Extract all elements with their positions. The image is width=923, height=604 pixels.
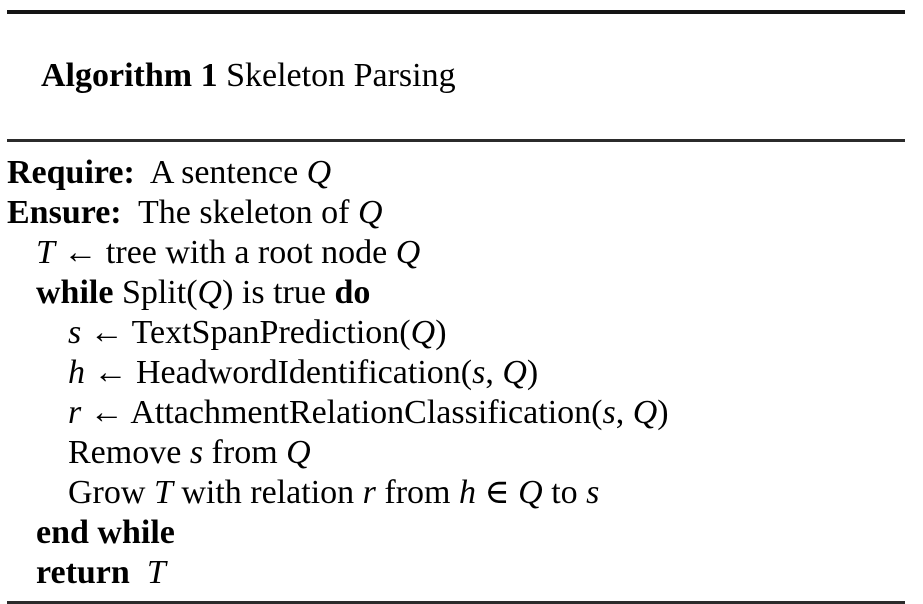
code-segment: with relation <box>172 474 363 511</box>
code-segment: ← HeadwordIdentification( <box>85 354 473 391</box>
algorithm-line-7: r ← AttachmentRelationClassification(s, … <box>7 393 905 433</box>
algorithm-caption: Algorithm 1 Skeleton Parsing <box>7 14 905 139</box>
code-segment: ∈ <box>475 474 519 511</box>
code-segment: Split( <box>113 274 198 311</box>
code-segment <box>130 554 147 591</box>
code-segment: Grow <box>68 474 154 511</box>
code-segment: Q <box>410 314 436 351</box>
code-segment: return <box>36 554 130 591</box>
code-segment: Q <box>306 154 332 191</box>
algorithm-line-2: Ensure: The skeleton of Q <box>7 193 905 233</box>
code-segment: ← AttachmentRelationClassification( <box>81 394 603 431</box>
code-segment: Q <box>502 354 527 391</box>
code-segment: ) is true <box>222 274 335 311</box>
code-segment: Ensure: <box>7 194 122 231</box>
code-segment: while <box>36 274 114 311</box>
code-segment: Q <box>197 274 223 311</box>
code-segment: Q <box>518 474 543 511</box>
code-segment: ) <box>526 354 539 391</box>
code-segment: s <box>189 434 204 471</box>
code-segment: The skeleton of <box>121 194 358 231</box>
code-segment: ← tree with a root node <box>54 234 396 271</box>
code-segment: to <box>542 474 587 511</box>
code-segment: h <box>458 474 476 511</box>
top-rule <box>7 10 905 14</box>
code-segment: T <box>36 234 55 271</box>
code-segment: r <box>68 394 82 431</box>
algorithm-number: Algorithm 1 <box>41 57 218 94</box>
algorithm-line-1: Require: A sentence Q <box>7 153 905 193</box>
mid-rule <box>7 139 905 142</box>
code-segment: from <box>375 474 459 511</box>
code-segment: T <box>153 474 173 511</box>
algorithm-line-9: Grow T with relation r from h ∈ Q to s <box>7 473 905 513</box>
algorithm-line-5: s ← TextSpanPrediction(Q) <box>7 313 905 353</box>
algorithm-line-11: return T <box>7 553 905 593</box>
code-segment: Q <box>358 194 383 231</box>
code-segment: Q <box>632 394 658 431</box>
code-segment: from <box>203 434 287 471</box>
code-segment: s <box>68 314 82 351</box>
algorithm-figure: Algorithm 1 Skeleton Parsing Require: A … <box>7 10 905 604</box>
code-segment: s <box>602 394 616 431</box>
code-segment: h <box>68 354 85 391</box>
algorithm-line-6: h ← HeadwordIdentification(s, Q) <box>7 353 905 393</box>
code-segment: ← TextSpanPrediction( <box>81 314 411 351</box>
algorithm-title: Skeleton Parsing <box>217 57 456 94</box>
code-segment: ) <box>435 314 447 351</box>
algorithm-line-10: end while <box>7 513 905 553</box>
code-segment: s <box>472 354 486 391</box>
code-segment: Q <box>286 434 311 471</box>
code-segment: end while <box>36 514 175 551</box>
code-segment: T <box>146 554 166 591</box>
code-segment: Q <box>395 234 421 271</box>
code-segment: ) <box>657 394 669 431</box>
code-segment: Remove <box>68 434 190 471</box>
code-segment: A sentence <box>134 154 307 191</box>
code-segment: , <box>615 394 633 431</box>
code-segment: , <box>485 354 503 391</box>
code-segment: Require: <box>7 154 135 191</box>
algorithm-line-4: while Split(Q) is true do <box>7 273 905 313</box>
algorithm-line-3: T ← tree with a root node Q <box>7 233 905 273</box>
code-segment: do <box>334 274 371 311</box>
code-segment: r <box>362 474 376 511</box>
algorithm-line-8: Remove s from Q <box>7 433 905 473</box>
code-segment: s <box>586 474 600 511</box>
